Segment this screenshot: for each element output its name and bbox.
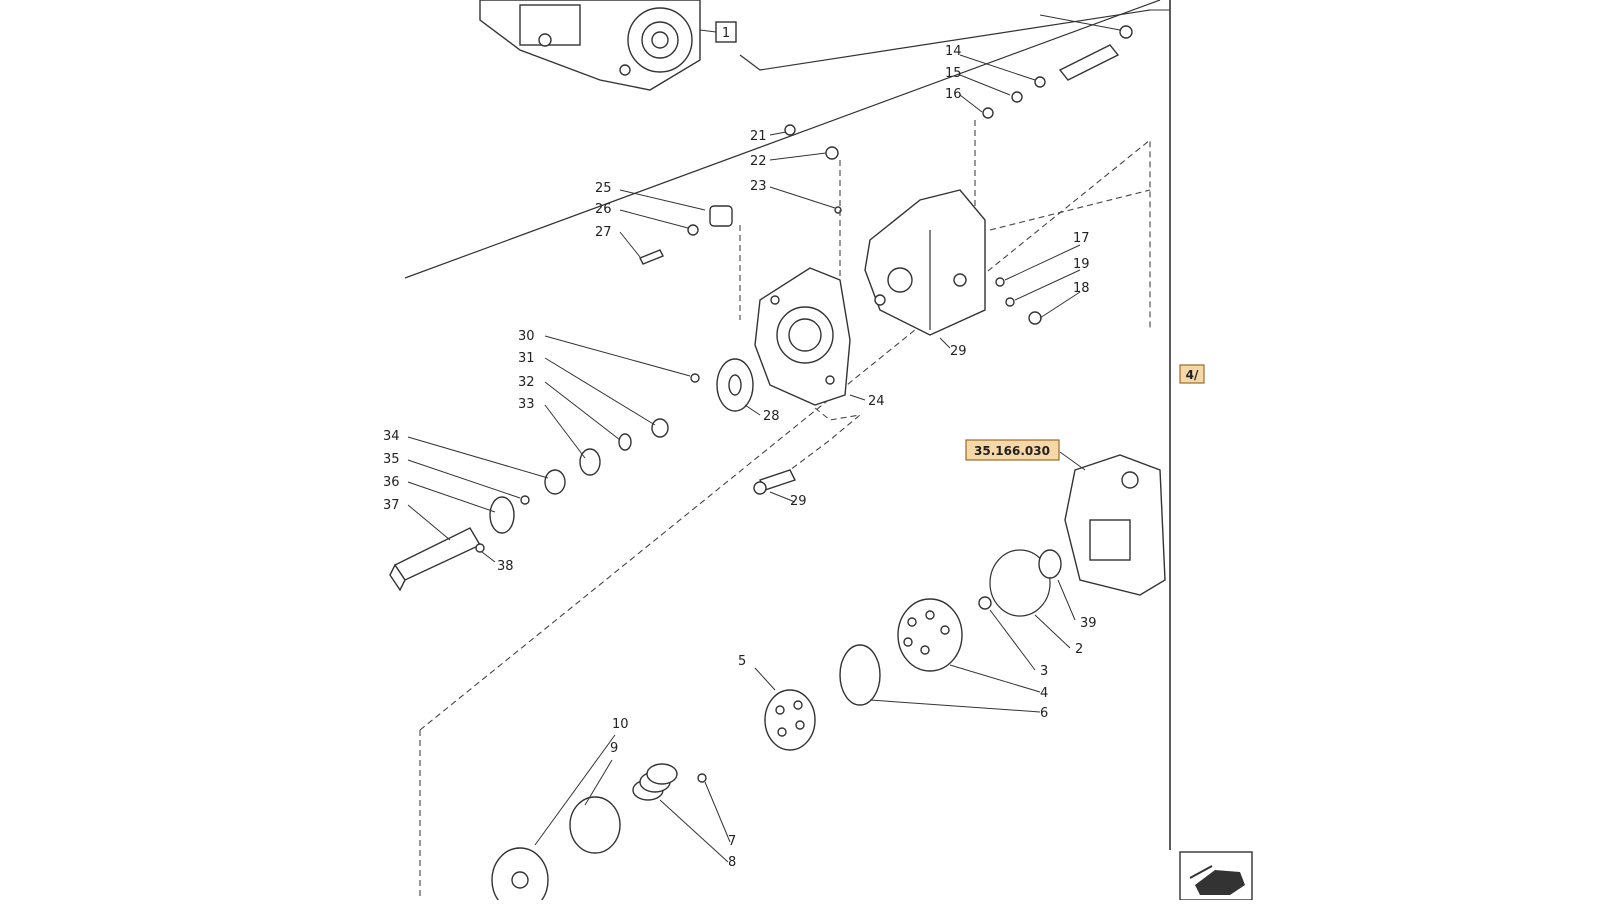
part-label: 38 — [497, 559, 514, 574]
plug-parts — [784, 124, 842, 214]
screw-parts — [995, 277, 1042, 325]
section-ref-link[interactable]: 35.166.030 — [974, 444, 1050, 458]
part-label: 5 — [738, 654, 746, 669]
part-label: 36 — [383, 475, 400, 490]
bolt — [753, 469, 796, 495]
part-label: 21 — [750, 129, 767, 144]
next-page-hand-icon[interactable] — [1179, 851, 1253, 901]
part-label: 3 — [1040, 664, 1048, 679]
pump-housing — [864, 189, 986, 336]
piston-plate — [764, 689, 816, 751]
assembly-line — [404, 0, 1161, 279]
fitting-parts — [982, 25, 1133, 119]
part-label: 15 — [945, 66, 962, 81]
part-label: 39 — [1080, 616, 1097, 631]
part-label: 30 — [518, 329, 535, 344]
reference-housing — [1064, 454, 1166, 596]
part-label: 9 — [610, 741, 618, 756]
assembly-line — [419, 138, 1151, 731]
part-label: 14 — [945, 44, 962, 59]
part-label: 29 — [950, 344, 967, 359]
section-ref-box[interactable] — [965, 439, 1060, 461]
part-label: 37 — [383, 498, 400, 513]
part-label: 17 — [1073, 231, 1090, 246]
part-label: 32 — [518, 375, 535, 390]
end-cap — [491, 796, 621, 904]
part-label: 22 — [750, 154, 767, 169]
part-label: 28 — [763, 409, 780, 424]
flange-plate — [754, 267, 851, 406]
drive-shaft — [389, 469, 566, 592]
part-label: 6 — [1040, 706, 1048, 721]
part-labels: 17 18 19 14 15 16 21 22 23 24 25 26 27 2… — [383, 44, 1097, 870]
part-label: 18 — [1073, 281, 1090, 296]
part-label: 29 — [790, 494, 807, 509]
side-marker: 4/ — [1186, 368, 1199, 382]
part-label: 19 — [1073, 257, 1090, 272]
seal-parts — [579, 373, 700, 476]
part-label: 27 — [595, 225, 612, 240]
part-label: 10 — [612, 717, 629, 732]
nut-parts — [639, 205, 733, 265]
part-label: 24 — [868, 394, 885, 409]
o-ring-parts — [978, 549, 1062, 617]
spring — [632, 763, 707, 801]
part-label: 2 — [1075, 642, 1083, 657]
seal-disc — [716, 358, 754, 412]
part-label: 34 — [383, 429, 400, 444]
part-label: 25 — [595, 181, 612, 196]
part-label: 16 — [945, 87, 962, 102]
part-label: 35 — [383, 452, 400, 467]
pump-assembly — [479, 0, 701, 91]
cylinder-block — [897, 598, 963, 672]
part-label: 4 — [1040, 686, 1048, 701]
part-label: 33 — [518, 397, 535, 412]
part-label: 7 — [728, 834, 736, 849]
part-label: 31 — [518, 351, 535, 366]
part-label: 26 — [595, 202, 612, 217]
side-marker-box — [1179, 364, 1205, 384]
assembly-callout: 1 — [722, 26, 730, 41]
part-label: 23 — [750, 179, 767, 194]
valve-plate — [839, 644, 881, 706]
assembly-line — [739, 9, 1151, 71]
part-label: 8 — [728, 855, 736, 870]
